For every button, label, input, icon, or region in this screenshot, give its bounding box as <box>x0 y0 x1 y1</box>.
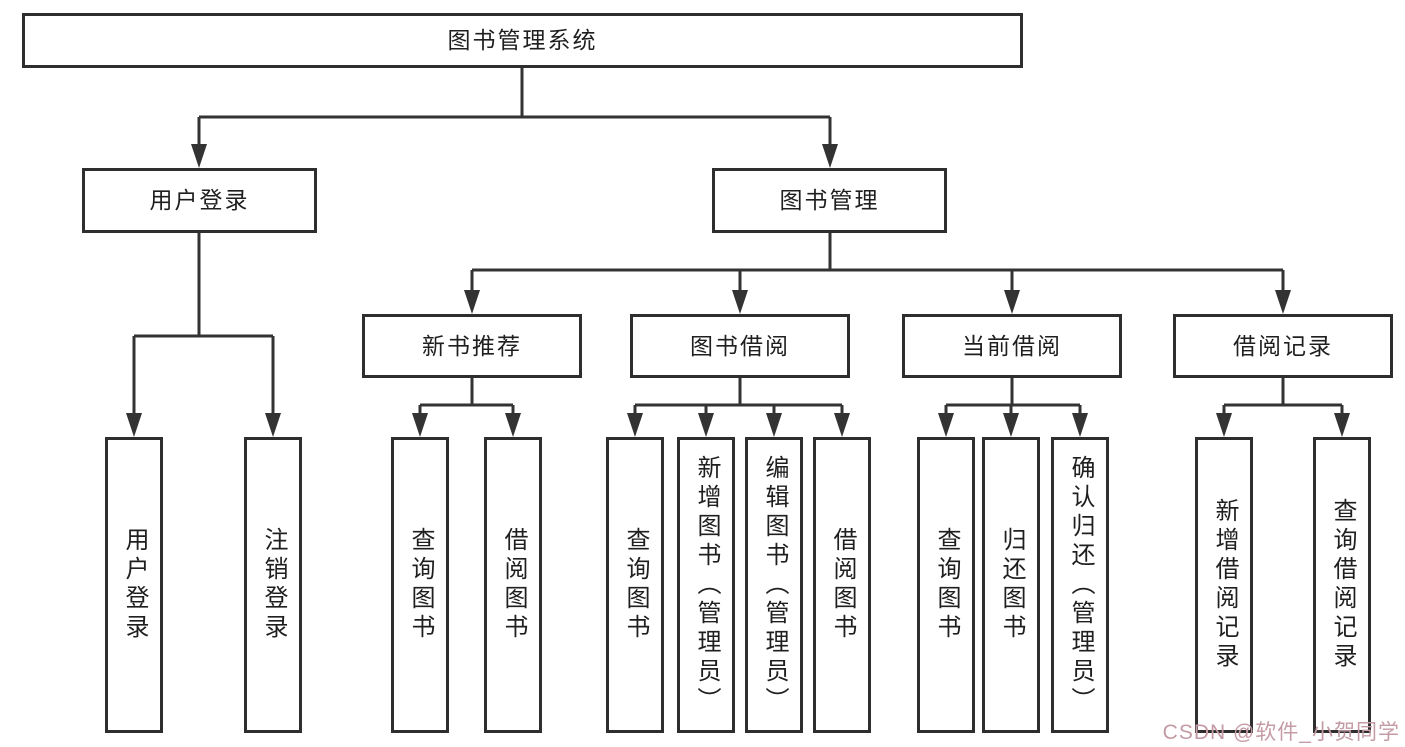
leaf-bb-query-books-label: 查询图书 <box>622 527 649 643</box>
leaf-cb-query-books-label: 查询图书 <box>933 527 960 643</box>
node-library-system-label: 图书管理系统 <box>447 27 598 53</box>
node-library-system: 图书管理系统 <box>22 13 1023 68</box>
leaf-user-login: 用户登录 <box>105 437 163 733</box>
leaf-bb-edit-books-admin: 编辑图书（管理员） <box>745 437 803 733</box>
leaf-cb-confirm-return-admin-label: 确认归还（管理员） <box>1067 454 1094 716</box>
leaf-cb-return-books: 归还图书 <box>982 437 1040 733</box>
node-user-login: 用户登录 <box>82 168 317 233</box>
leaf-br-add-record-label: 新增借阅记录 <box>1211 498 1238 672</box>
leaf-cb-confirm-return-admin: 确认归还（管理员） <box>1051 437 1109 733</box>
leaf-bb-borrow-books-label: 借阅图书 <box>829 527 856 643</box>
leaf-nb-query-books: 查询图书 <box>391 437 449 733</box>
node-book-management: 图书管理 <box>712 168 947 233</box>
leaf-bb-query-books: 查询图书 <box>606 437 664 733</box>
node-book-borrow: 图书借阅 <box>630 314 850 378</box>
arrowheads <box>126 144 1350 437</box>
node-new-book-recommend: 新书推荐 <box>362 314 582 378</box>
node-borrow-records: 借阅记录 <box>1173 314 1393 378</box>
node-borrow-records-label: 借阅记录 <box>1233 332 1333 359</box>
leaf-br-query-record-label: 查询借阅记录 <box>1329 498 1356 672</box>
leaf-nb-borrow-books: 借阅图书 <box>484 437 542 733</box>
node-user-login-label: 用户登录 <box>149 187 250 213</box>
node-book-borrow-label: 图书借阅 <box>690 332 790 359</box>
leaf-cb-query-books: 查询图书 <box>917 437 975 733</box>
leaf-bb-add-books-admin: 新增图书（管理员） <box>677 437 735 733</box>
leaf-bb-edit-books-admin-label: 编辑图书（管理员） <box>761 454 788 716</box>
node-current-borrow-label: 当前借阅 <box>962 332 1062 359</box>
leaf-bb-add-books-admin-label: 新增图书（管理员） <box>693 454 720 716</box>
leaf-logout-label: 注销登录 <box>260 527 287 643</box>
leaf-nb-borrow-books-label: 借阅图书 <box>500 527 527 643</box>
node-book-management-label: 图书管理 <box>779 187 880 213</box>
leaf-br-query-record: 查询借阅记录 <box>1313 437 1371 733</box>
leaf-user-login-label: 用户登录 <box>121 527 148 643</box>
leaf-logout: 注销登录 <box>244 437 302 733</box>
tree-edges <box>132 68 1344 415</box>
leaf-bb-borrow-books: 借阅图书 <box>813 437 871 733</box>
leaf-nb-query-books-label: 查询图书 <box>407 527 434 643</box>
node-current-borrow: 当前借阅 <box>902 314 1122 378</box>
node-new-book-recommend-label: 新书推荐 <box>422 332 522 359</box>
leaf-br-add-record: 新增借阅记录 <box>1195 437 1253 733</box>
leaf-cb-return-books-label: 归还图书 <box>998 527 1025 643</box>
csdn-watermark: CSDN @软件_小贺同学 <box>1162 721 1400 744</box>
